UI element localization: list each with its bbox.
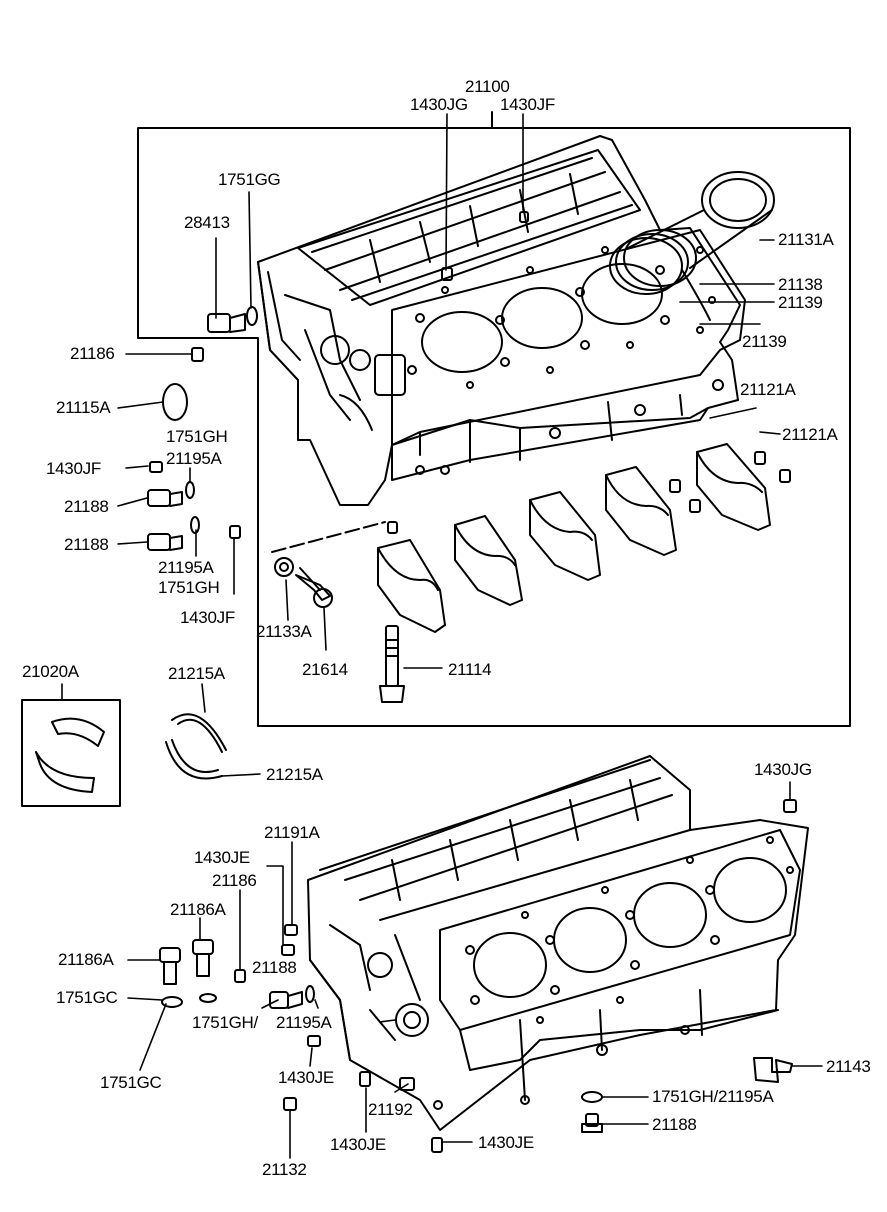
cylinder-liner — [609, 171, 775, 321]
assembly-frame — [137, 111, 851, 727]
label-21186a-a: 21186A — [170, 900, 226, 919]
label-21100: 21100 — [465, 77, 510, 96]
label-1751gh-mid: 1751GH/ — [192, 1013, 258, 1032]
label-21132: 21132 — [262, 1160, 307, 1179]
label-21188-mid: 21188 — [252, 958, 297, 977]
label-21139-b: 21139 — [742, 332, 787, 351]
upper-left-small-parts — [147, 306, 258, 551]
label-1751gc-b: 1751GC — [100, 1073, 162, 1092]
thrust-washers — [165, 713, 227, 780]
label-1751gg: 1751GG — [218, 170, 281, 189]
main-bearing-caps — [377, 443, 791, 633]
lower-left-small-parts — [159, 799, 797, 1153]
bearing-shells — [21, 699, 121, 807]
label-1751gh-left-bot: 1751GH — [158, 578, 220, 597]
label-21195a-left-top: 21195A — [166, 449, 222, 468]
label-21215a-bot: 21215A — [266, 765, 323, 784]
label-1430jf-left: 1430JF — [46, 459, 101, 478]
label-21614: 21614 — [302, 660, 348, 679]
main-bearing-bolt — [379, 625, 405, 703]
lower-cylinder-block — [307, 755, 809, 1131]
label-1430jg-top: 1430JG — [410, 95, 468, 114]
label-21195a-left-bot: 21195A — [158, 558, 214, 577]
label-1751gc-a: 1751GC — [56, 988, 118, 1007]
label-21115a: 21115A — [56, 398, 111, 417]
upper-cylinder-block — [257, 135, 746, 506]
label-21133a: 21133A — [256, 622, 312, 641]
label-21195a-mid: 21195A — [276, 1013, 332, 1032]
label-21121a-b: 21121A — [782, 425, 838, 444]
label-1430je-mid: 1430JE — [194, 848, 250, 867]
label-1751gh-left-top: 1751GH — [166, 427, 228, 446]
label-21192: 21192 — [368, 1100, 413, 1119]
label-21188-right: 21188 — [652, 1115, 697, 1134]
label-21186a-b: 21186A — [58, 950, 114, 969]
label-1430jf-left-bot: 1430JF — [180, 608, 235, 627]
label-1430je-d: 1430JE — [478, 1133, 534, 1152]
label-1751gh-21195a-right: 1751GH/21195A — [652, 1087, 774, 1106]
label-1430je-b: 1430JE — [278, 1068, 334, 1087]
label-1430jg-right: 1430JG — [754, 760, 812, 779]
label-21143: 21143 — [826, 1057, 871, 1076]
label-21114: 21114 — [448, 660, 492, 679]
label-21186-mid: 21186 — [212, 871, 257, 890]
label-1430je-c: 1430JE — [330, 1135, 386, 1154]
label-21138: 21138 — [778, 275, 823, 294]
label-21188-b: 21188 — [64, 535, 109, 554]
label-21139-a: 21139 — [778, 293, 823, 312]
label-21191a: 21191A — [264, 823, 320, 842]
washer-and-bolt — [271, 521, 386, 608]
label-21186-left: 21186 — [70, 344, 115, 363]
label-21188-a: 21188 — [64, 497, 109, 516]
label-1430jf-top: 1430JF — [500, 95, 555, 114]
label-21121a-a: 21121A — [740, 380, 796, 399]
label-21131a: 21131A — [778, 230, 834, 249]
label-21020a: 21020A — [22, 662, 79, 681]
label-21215a-top: 21215A — [168, 664, 225, 683]
leader-lines — [61, 113, 823, 1159]
label-28413: 28413 — [184, 213, 230, 232]
